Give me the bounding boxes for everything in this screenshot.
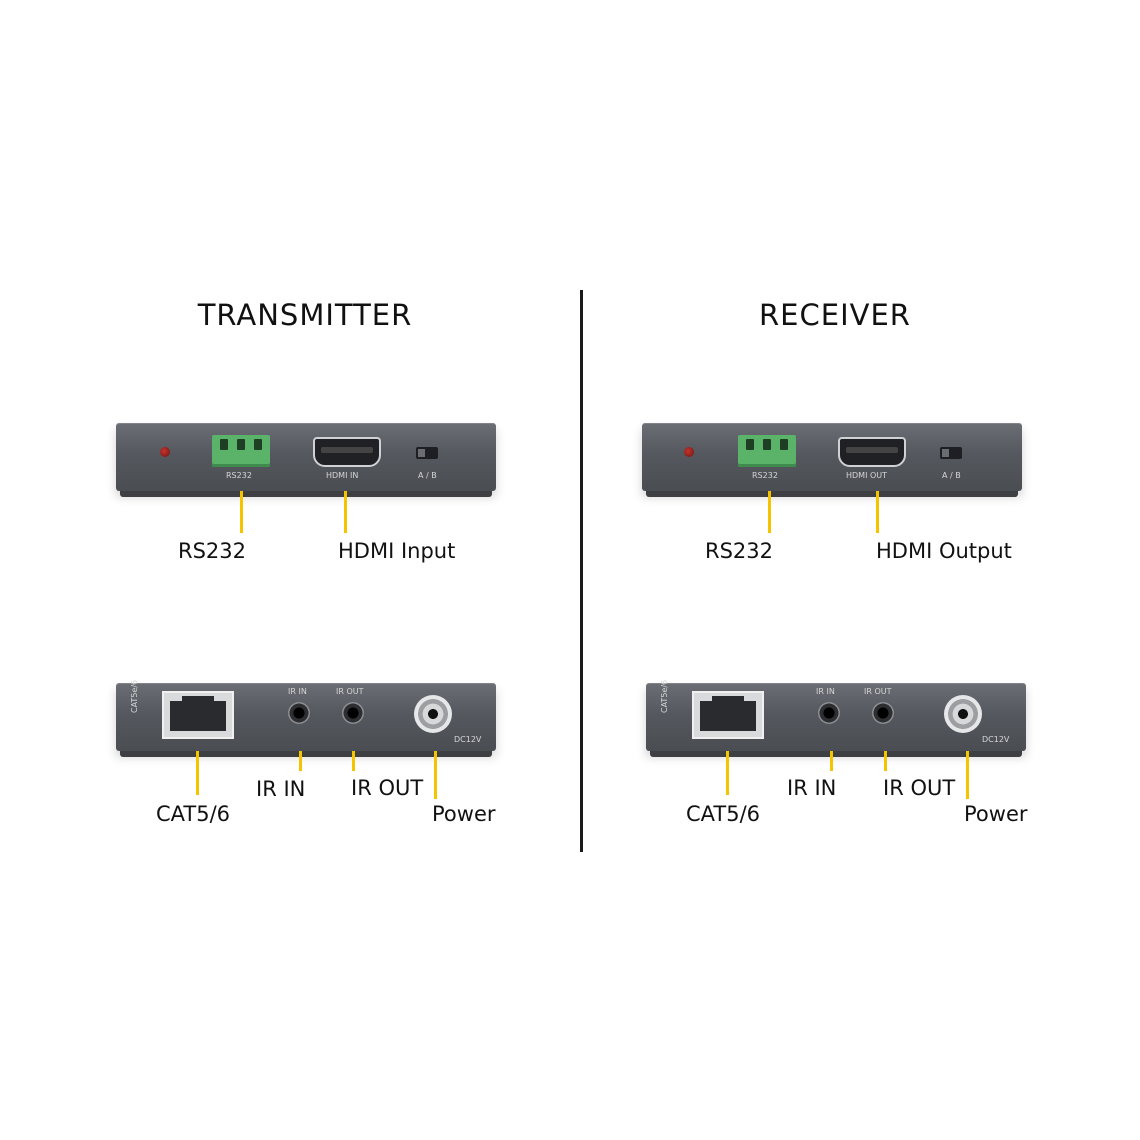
ir-in-port-label: IR IN bbox=[816, 687, 835, 696]
leader-line bbox=[884, 751, 887, 771]
dc-power-jack bbox=[414, 695, 452, 733]
power-led bbox=[684, 447, 694, 457]
ir-out-port-label: IR OUT bbox=[864, 687, 892, 696]
ir-out-jack bbox=[342, 702, 364, 724]
hdmi-port bbox=[838, 437, 906, 467]
leader-line bbox=[726, 751, 729, 795]
ab-switch bbox=[416, 447, 438, 459]
ab-switch-label: A / B bbox=[942, 471, 961, 480]
leader-line bbox=[830, 751, 833, 771]
rj45-port bbox=[162, 691, 234, 739]
rs232-port-label: RS232 bbox=[226, 471, 252, 480]
callout-hdmi-input: HDMI Input bbox=[338, 539, 456, 563]
power-led bbox=[160, 447, 170, 457]
callout-power: Power bbox=[432, 802, 496, 826]
dc-power-jack bbox=[944, 695, 982, 733]
callout-hdmi-output: HDMI Output bbox=[876, 539, 1012, 563]
ir-in-port-label: IR IN bbox=[288, 687, 307, 696]
callout-ir-out: IR OUT bbox=[351, 776, 424, 800]
cat-port-label: CAT5e/6 bbox=[130, 679, 139, 713]
hdmi-port-label: HDMI IN bbox=[326, 471, 359, 480]
callout-rs232: RS232 bbox=[705, 539, 774, 563]
hdmi-port bbox=[313, 437, 381, 467]
leader-line bbox=[196, 751, 199, 795]
callout-cat: CAT5/6 bbox=[156, 802, 231, 826]
callout-ir-in: IR IN bbox=[787, 776, 837, 800]
leader-line bbox=[240, 491, 243, 533]
receiver-front-panel: RS232 HDMI OUT A / B bbox=[642, 423, 1022, 497]
callout-rs232: RS232 bbox=[178, 539, 247, 563]
leader-line bbox=[876, 491, 879, 533]
dc-port-label: DC12V bbox=[982, 735, 1010, 744]
callout-ir-in: IR IN bbox=[256, 777, 306, 801]
leader-line bbox=[966, 751, 969, 799]
ir-out-jack bbox=[872, 702, 894, 724]
leader-line bbox=[768, 491, 771, 533]
transmitter-title: TRANSMITTER bbox=[197, 298, 413, 332]
leader-line bbox=[434, 751, 437, 799]
ir-in-jack bbox=[288, 702, 310, 724]
callout-power: Power bbox=[964, 802, 1028, 826]
leader-line bbox=[352, 751, 355, 771]
receiver-rear-panel: CAT5e/6 IR IN IR OUT DC12V bbox=[646, 679, 1026, 757]
callout-cat: CAT5/6 bbox=[686, 802, 761, 826]
leader-line bbox=[344, 491, 347, 533]
cat-port-label: CAT5e/6 bbox=[660, 679, 669, 713]
transmitter-rear-panel: CAT5e/6 IR IN IR OUT DC12V bbox=[116, 679, 496, 757]
receiver-title: RECEIVER bbox=[759, 298, 911, 332]
ir-out-port-label: IR OUT bbox=[336, 687, 364, 696]
hdmi-port-label: HDMI OUT bbox=[846, 471, 888, 480]
ir-in-jack bbox=[818, 702, 840, 724]
center-divider bbox=[580, 290, 583, 852]
dc-port-label: DC12V bbox=[454, 735, 482, 744]
transmitter-front-panel: RS232 HDMI IN A / B bbox=[116, 423, 496, 497]
rs232-terminal bbox=[212, 435, 270, 467]
rs232-port-label: RS232 bbox=[752, 471, 778, 480]
leader-line bbox=[299, 751, 302, 771]
rs232-terminal bbox=[738, 435, 796, 467]
ab-switch-label: A / B bbox=[418, 471, 437, 480]
ab-switch bbox=[940, 447, 962, 459]
callout-ir-out: IR OUT bbox=[883, 776, 956, 800]
rj45-port bbox=[692, 691, 764, 739]
